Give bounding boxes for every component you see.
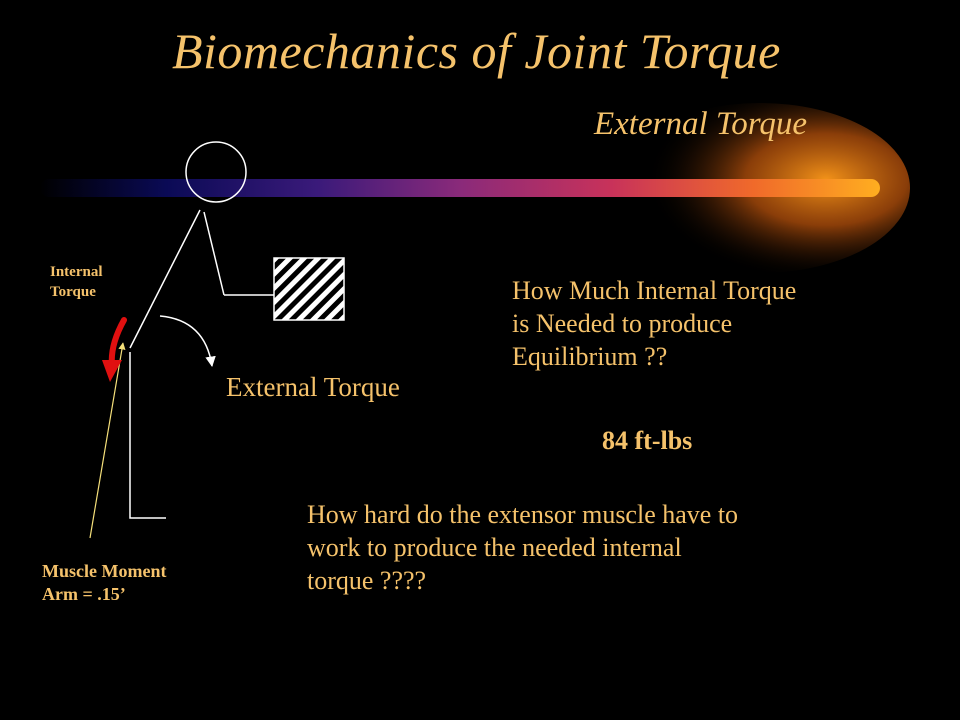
question-line: is Needed to produce	[512, 309, 733, 338]
question-internal-torque: How Much Internal Torque is Needed to pr…	[512, 274, 796, 373]
external-torque-arrow	[159, 315, 216, 368]
page-title: Biomechanics of Joint Torque	[172, 23, 781, 79]
question-muscle-force: How hard do the extensor muscle have to …	[307, 498, 738, 597]
question-line: How hard do the extensor muscle have to	[307, 500, 739, 529]
torso-line	[129, 209, 201, 349]
question-line: Equilibrium ??	[512, 342, 668, 371]
question-line: torque ????	[307, 566, 427, 595]
page-subtitle: External Torque	[594, 106, 807, 142]
internal-torque-label: Internal Torque	[50, 262, 103, 302]
question-line: work to produce the needed internal	[307, 533, 682, 562]
moment-arm-label-line: Muscle Moment	[42, 561, 167, 581]
internal-torque-label-line: Torque	[50, 284, 96, 300]
internal-torque-arrowhead	[102, 360, 122, 382]
question-line: How Much Internal Torque	[512, 276, 797, 305]
moment-arm-line	[89, 342, 126, 539]
banner-streak	[40, 179, 880, 197]
internal-torque-arrow	[108, 317, 127, 369]
external-torque-label: External Torque	[226, 372, 400, 402]
internal-torque-label-line: Internal	[50, 264, 103, 280]
moment-arm-label: Muscle Moment Arm = .15’	[42, 560, 166, 606]
weight-box	[273, 257, 345, 321]
arm-upper-line	[203, 211, 225, 296]
answer-internal-torque: 84 ft-lbs	[602, 426, 693, 455]
leg-line	[129, 352, 166, 519]
head-circle	[185, 141, 247, 203]
moment-arm-label-line: Arm = .15’	[42, 584, 126, 604]
